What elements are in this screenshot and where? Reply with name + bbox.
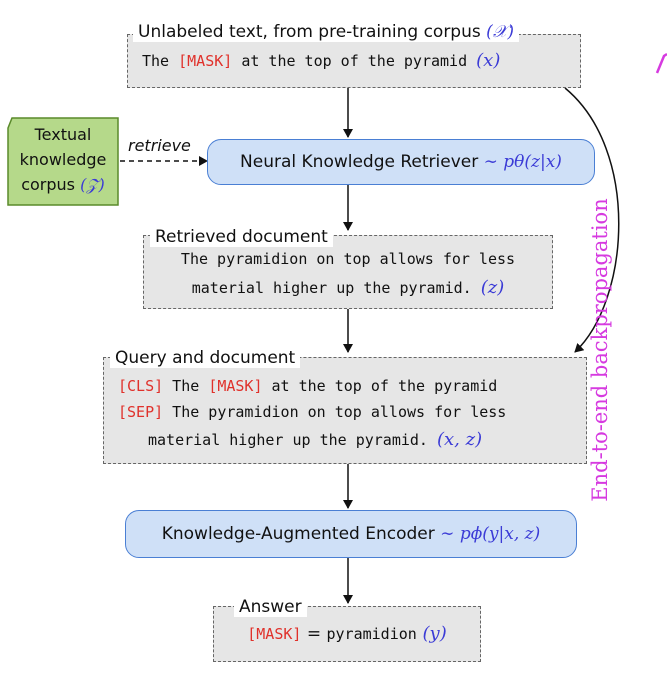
query-line-1-b: at the top of the pyramid [262,377,498,395]
retrieved-line-2-text: material higher up the pyramid. [191,279,481,297]
corpus-text: Textual knowledge corpus (𝒵) [8,122,118,197]
answer-var: (y) [416,623,447,644]
query-mask-token: [MASK] [208,377,263,395]
answer-line: [MASK] = pyramidion (y) [214,623,480,644]
answer-label: Answer [234,597,307,617]
encoder-label: Knowledge-Augmented Encoder [161,524,435,544]
backprop-label: End-to-end backpropagation [588,198,612,502]
retrieve-label: retrieve [128,136,191,155]
unlabeled-var: (x) [476,50,501,71]
arrow-bypass-to-query [564,87,620,353]
unlabeled-text-end: at the top of the pyramid [232,52,477,70]
unlabeled-sentence: The [MASK] at the top of the pyramid (x) [142,50,500,71]
corpus-line-2: knowledge [19,150,107,169]
unlabeled-text-box: The [MASK] at the top of the pyramid (x) [127,34,581,88]
retriever-formula: ∼ pθ(z|x) [483,152,562,172]
sep-token: [SEP] [118,403,164,421]
query-var: (x, z) [436,429,483,450]
retrieved-document-box: The pyramidion on top allows for less ma… [143,235,553,309]
retriever-box: Neural Knowledge Retriever ∼ pθ(z|x) [207,139,595,185]
corpus-line-3-text: corpus [21,175,81,194]
query-line-1-a: The [163,377,209,395]
retriever-label: Neural Knowledge Retriever [240,152,479,172]
answer-word: pyramidion [326,625,417,643]
encoder-box: Knowledge-Augmented Encoder ∼ pϕ(y|x, z) [125,510,577,558]
query-document-label: Query and document [110,348,301,368]
answer-box: [MASK] = pyramidion (y) [213,606,481,662]
corpus-shape [7,117,119,206]
unlabeled-label-var: (𝒳) [486,22,515,42]
query-line-2-text: The pyramidion on top allows for less [163,403,507,421]
corpus-line-1: Textual [34,125,92,144]
query-document-box: [CLS] The [MASK] at the top of the pyram… [103,357,587,464]
encoder-formula: ∼ pϕ(y|x, z) [440,524,541,544]
answer-equals: = [301,624,327,644]
retrieved-var: (z) [480,277,505,298]
query-line-3-text: material higher up the pyramid. [148,431,437,449]
answer-mask-token: [MASK] [247,625,302,643]
retrieved-line-2: material higher up the pyramid. (z) [144,277,552,298]
query-line-2: [SEP] The pyramidion on top allows for l… [118,403,506,421]
retrieved-document-label: Retrieved document [150,227,333,247]
unlabeled-mask-token: [MASK] [178,52,233,70]
query-line-3: material higher up the pyramid. (x, z) [148,429,482,450]
corpus-var: (𝒵) [80,175,105,194]
retrieved-line-1: The pyramidion on top allows for less [180,250,516,268]
unlabeled-text-label: Unlabeled text, from pre-training corpus… [133,22,520,42]
unlabeled-text-start: The [142,52,179,70]
corpus-line-3: corpus (𝒵) [8,172,118,197]
backprop-arrow-icon [655,52,667,74]
query-line-1: [CLS] The [MASK] at the top of the pyram… [118,377,497,395]
unlabeled-label-text: Unlabeled text, from pre-training corpus [138,22,487,42]
cls-token: [CLS] [118,377,164,395]
